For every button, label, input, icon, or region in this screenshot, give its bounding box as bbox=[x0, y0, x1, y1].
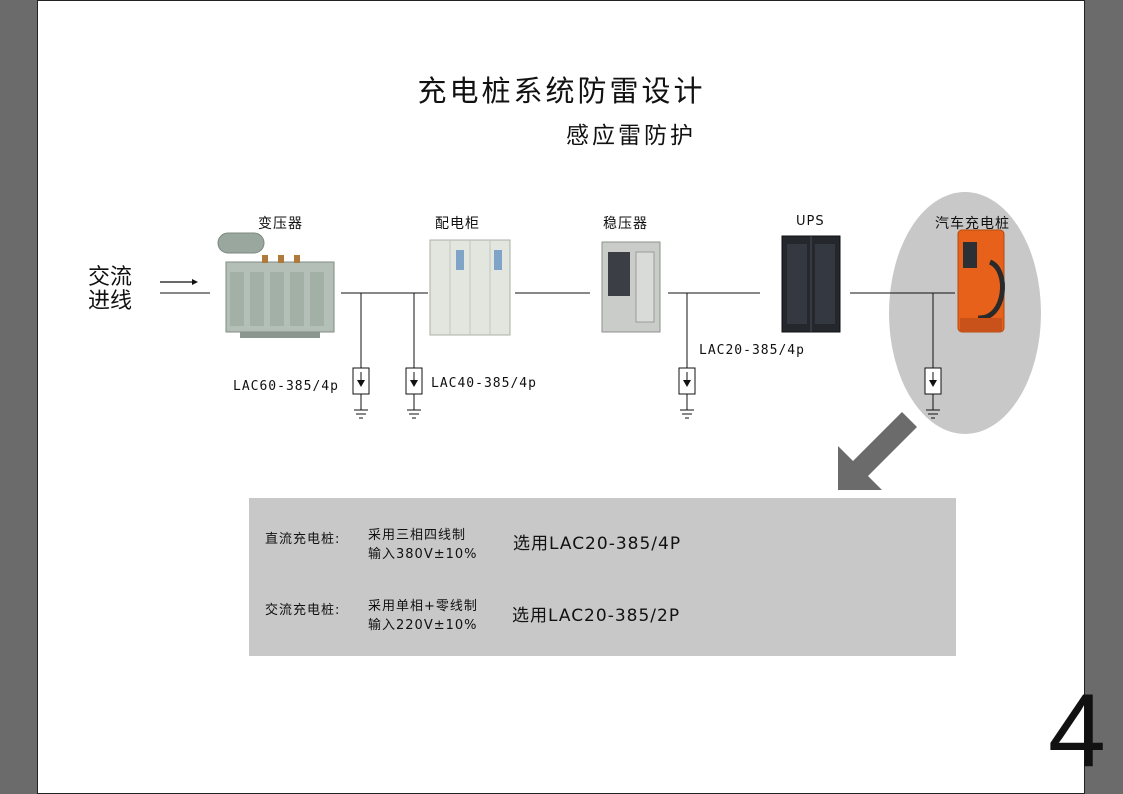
left-side-bar bbox=[0, 0, 38, 794]
spd-charger bbox=[924, 293, 942, 419]
dc-charger-desc: 采用三相四线制 输入380V±10% bbox=[368, 526, 478, 564]
page-number: 4 bbox=[1048, 673, 1106, 789]
ac-charger-desc: 采用单相+零线制 输入220V±10% bbox=[368, 597, 478, 635]
ups-image bbox=[781, 235, 841, 333]
spd-lac40 bbox=[405, 293, 423, 419]
ac-input-label: 交流 进线 bbox=[88, 266, 148, 314]
spd-label-lac40: LAC40-385/4p bbox=[431, 376, 537, 391]
ac-input-line2: 进线 bbox=[88, 289, 133, 314]
dc-charger-desc-line2: 输入380V±10% bbox=[368, 547, 478, 562]
ac-charger-key: 交流充电桩: bbox=[265, 603, 341, 618]
spd-lac60 bbox=[352, 293, 370, 419]
spd-lac20-stabilizer bbox=[678, 293, 696, 419]
ac-charger-desc-line1: 采用单相+零线制 bbox=[368, 599, 478, 614]
right-side-bar bbox=[1084, 0, 1123, 794]
spd-label-lac20: LAC20-385/4p bbox=[699, 343, 805, 358]
spd-label-lac60: LAC60-385/4p bbox=[233, 379, 339, 394]
transformer-image bbox=[217, 232, 335, 338]
label-stabilizer: 稳压器 bbox=[603, 216, 648, 232]
label-ev-charger: 汽车充电桩 bbox=[935, 216, 1010, 232]
dc-charger-choice: 选用LAC20-385/4P bbox=[513, 534, 682, 554]
recommendation-panel: 直流充电桩: 采用三相四线制 输入380V±10% 选用LAC20-385/4P… bbox=[249, 498, 956, 656]
dc-charger-desc-line1: 采用三相四线制 bbox=[368, 528, 467, 543]
input-arrow-head bbox=[192, 279, 198, 285]
stabilizer-image bbox=[601, 241, 661, 333]
ac-input-line1: 交流 bbox=[88, 265, 133, 290]
label-distribution-cabinet: 配电柜 bbox=[435, 216, 480, 232]
ac-charger-choice: 选用LAC20-385/2P bbox=[512, 606, 681, 626]
page-subtitle: 感应雷防护 bbox=[566, 123, 696, 149]
frame-top-border bbox=[37, 0, 1085, 1]
ac-charger-desc-line2: 输入220V±10% bbox=[368, 618, 478, 633]
distribution-cabinet-image bbox=[429, 239, 511, 336]
page-title: 充电桩系统防雷设计 bbox=[417, 74, 706, 108]
callout-arrow bbox=[838, 412, 917, 490]
label-transformer: 变压器 bbox=[258, 216, 303, 232]
dc-charger-key: 直流充电桩: bbox=[265, 532, 341, 547]
label-ups: UPS bbox=[796, 214, 825, 229]
ev-charger-image bbox=[957, 229, 1005, 333]
